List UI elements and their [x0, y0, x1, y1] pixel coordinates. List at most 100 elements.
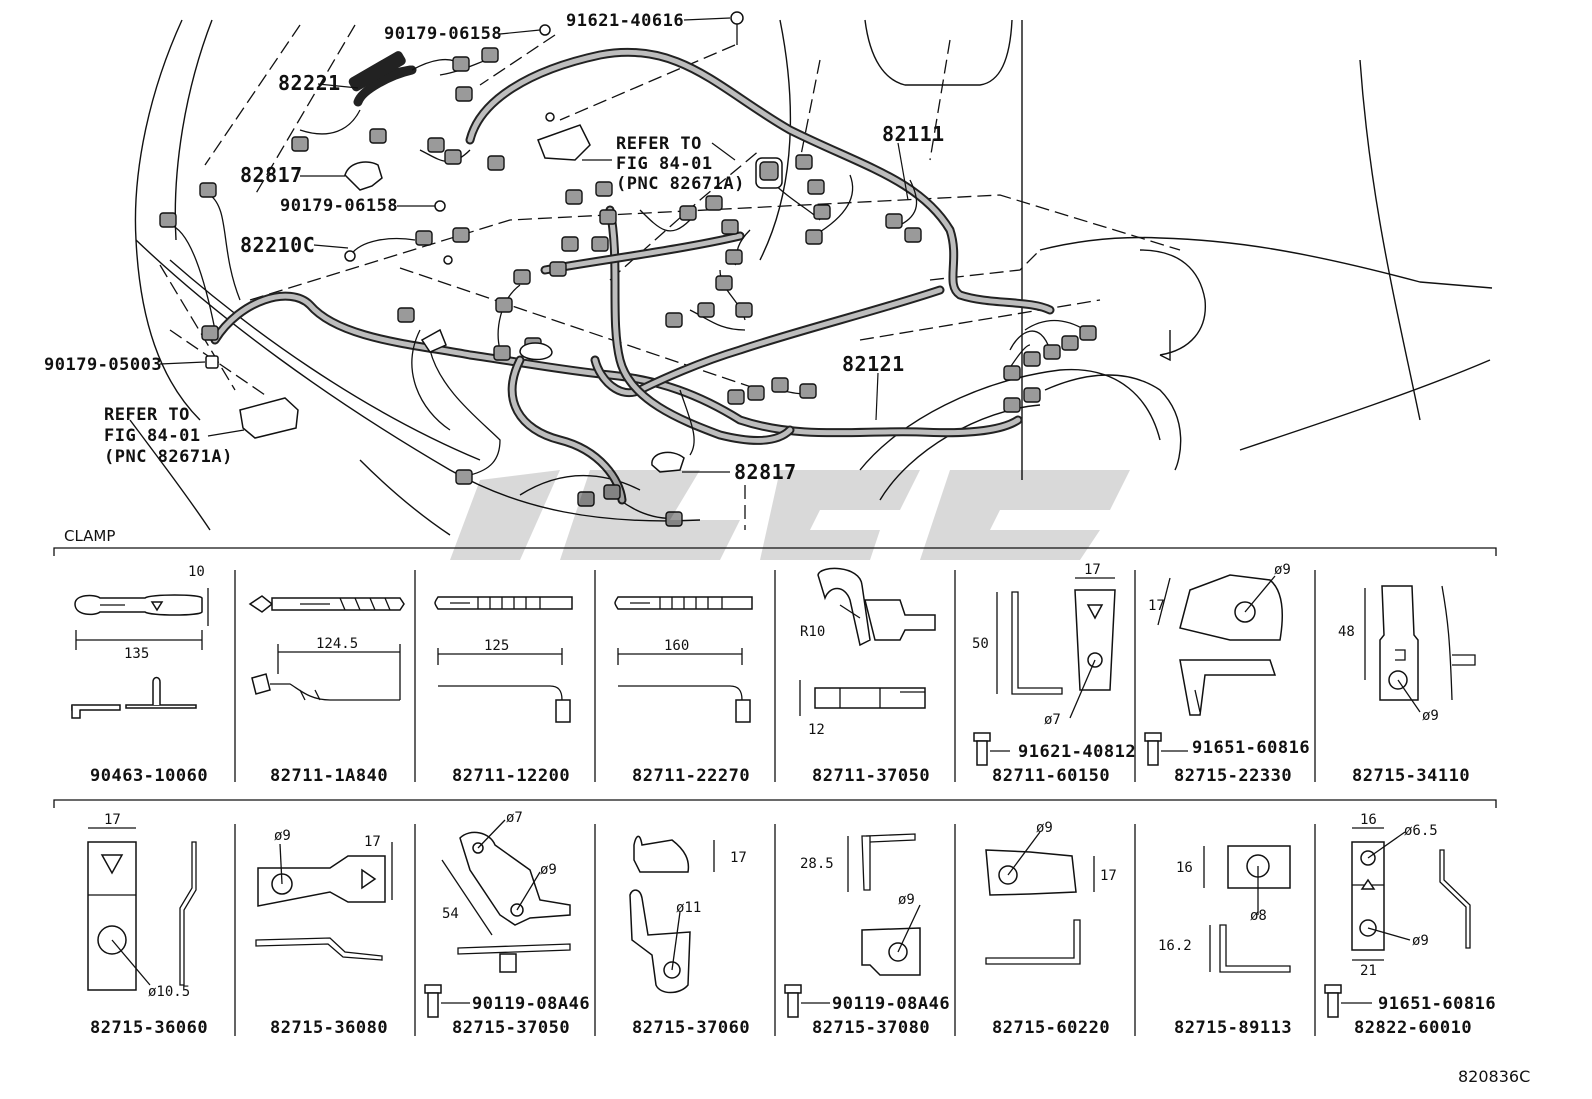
- pn-82711-60150: 82711-60150: [992, 766, 1110, 786]
- dim-82715-37060-2: ø11: [676, 900, 701, 916]
- clamp-82715-36060: 17 ø10.5 82715-36060: [87, 812, 208, 1038]
- clamp-82715-37050: ø7 ø9 54 90119-08A46 82715-37050: [424, 810, 590, 1038]
- wire-harness: [169, 47, 1086, 505]
- dim-82715-37050-2: ø9: [540, 862, 557, 878]
- bolt-91651-60816-b: 91651-60816: [1378, 994, 1496, 1014]
- refer-left-line-2: FIG 84-01: [104, 426, 201, 446]
- callout-91621-40616: 91621-40616: [566, 11, 684, 31]
- pn-82715-37080: 82715-37080: [812, 1018, 930, 1038]
- clamp-82711-37050: R10 12 82711-37050: [799, 567, 936, 786]
- pn-82715-22330: 82715-22330: [1174, 766, 1292, 786]
- dim-82715-37050-1: ø7: [506, 810, 523, 826]
- dim-90463-10060-2: 135: [124, 646, 149, 662]
- harness-parts: [205, 11, 744, 473]
- callout-leaders: [159, 17, 909, 473]
- dim-82711-60150-1: 17: [1084, 562, 1101, 578]
- bolt-90119-08A46-b: 90119-08A46: [832, 994, 950, 1014]
- dim-82822-60010-3: ø9: [1412, 933, 1429, 949]
- callout-82817-bottom: 82817: [734, 460, 797, 484]
- refer-right-line-1: REFER TO: [616, 134, 702, 154]
- refer-left-line-1: REFER TO: [104, 405, 190, 425]
- dim-82715-89113-2: ø8: [1250, 908, 1267, 924]
- dim-82715-89113-3: 16.2: [1158, 938, 1192, 954]
- dim-82711-12200-1: 125: [484, 638, 509, 654]
- pn-82715-36080: 82715-36080: [270, 1018, 388, 1038]
- pn-82711-12200: 82711-12200: [452, 766, 570, 786]
- refer-right-line-3: (PNC 82671A): [616, 174, 745, 194]
- connectors: [159, 47, 1097, 527]
- callout-90179-06158-top: 90179-06158: [384, 24, 502, 44]
- callout-labels: 90179-06158 91621-40616 82221 82817 9017…: [44, 11, 945, 484]
- callout-82121: 82121: [842, 352, 905, 376]
- dim-82715-60220-1: ø9: [1036, 820, 1053, 836]
- clamp-82715-37080: 28.5 ø9 90119-08A46 82715-37080: [784, 833, 950, 1038]
- dim-82715-22330-2: ø9: [1274, 562, 1291, 578]
- pn-82715-37050: 82715-37050: [452, 1018, 570, 1038]
- pn-82711-22270: 82711-22270: [632, 766, 750, 786]
- callout-82210c: 82210C: [240, 233, 315, 257]
- bolt-91621-40812: 91621-40812: [1018, 742, 1136, 762]
- dim-82715-36080-2: 17: [364, 834, 381, 850]
- row1-separators: [234, 570, 1316, 782]
- dim-90463-10060-1: 10: [188, 564, 205, 580]
- dim-82715-34110-2: ø9: [1422, 708, 1439, 724]
- clamp-82715-89113: 16 ø8 16.2 82715-89113: [1158, 845, 1292, 1038]
- dim-82822-60010-4: 21: [1360, 963, 1377, 979]
- clamp-section: CLAMP: [53, 527, 1497, 1038]
- callout-82111: 82111: [882, 122, 945, 146]
- clamp-82715-22330: 17 ø9 91651-60816 82715-22330: [1144, 562, 1310, 786]
- clamp-82715-36080: ø9 17 82715-36080: [255, 828, 393, 1038]
- pn-82715-89113: 82715-89113: [1174, 1018, 1292, 1038]
- row2-separators: [234, 824, 1316, 1036]
- clamp-82822-60010: 16 ø6.5 ø9 21 91651-60816 82822-60010: [1324, 812, 1496, 1038]
- dim-82715-37080-2: ø9: [898, 892, 915, 908]
- callout-82817-top: 82817: [240, 163, 303, 187]
- pn-82711-1A840: 82711-1A840: [270, 766, 388, 786]
- clamp-82711-60150: 17 50 ø7 91621-40812 82711-60150: [972, 562, 1136, 786]
- dim-82715-37050-3: 54: [442, 906, 459, 922]
- dim-82715-36060-1: 17: [104, 812, 121, 828]
- dim-82711-37050-1: R10: [800, 624, 825, 640]
- clamp-header: CLAMP: [64, 527, 115, 545]
- pn-82715-36060: 82715-36060: [90, 1018, 208, 1038]
- clamp-82711-12200: 125 82711-12200: [434, 596, 573, 786]
- figure-code: 820836C: [1458, 1067, 1530, 1086]
- pn-82715-60220: 82715-60220: [992, 1018, 1110, 1038]
- dim-82711-1A840-1: 124.5: [316, 636, 358, 652]
- callout-90179-05003: 90179-05003: [44, 355, 162, 375]
- clamp-82715-37060: 17 ø11 82715-37060: [629, 835, 750, 1038]
- dim-82822-60010-1: 16: [1360, 812, 1377, 828]
- dim-82715-60220-2: 17: [1100, 868, 1117, 884]
- dim-82711-60150-2: 50: [972, 636, 989, 652]
- dim-82711-22270-1: 160: [664, 638, 689, 654]
- dim-82711-37050-2: 12: [808, 722, 825, 738]
- dim-82715-89113-1: 16: [1176, 860, 1193, 876]
- dim-82715-34110-1: 48: [1338, 624, 1355, 640]
- clamp-82711-22270: 160 82711-22270: [614, 596, 753, 786]
- pn-82715-34110: 82715-34110: [1352, 766, 1470, 786]
- vehicle-body-outline: [129, 19, 1493, 536]
- watermark-logo: [450, 470, 1130, 560]
- pn-82822-60010: 82822-60010: [1354, 1018, 1472, 1038]
- clamp-82715-60220: ø9 17 82715-60220: [985, 820, 1117, 1038]
- dim-82715-37060-1: 17: [730, 850, 747, 866]
- pn-82715-37060: 82715-37060: [632, 1018, 750, 1038]
- pn-82711-37050: 82711-37050: [812, 766, 930, 786]
- dim-82715-37080-1: 28.5: [800, 856, 834, 872]
- pn-90463-10060: 90463-10060: [90, 766, 208, 786]
- clamp-82711-1A840: 124.5 82711-1A840: [248, 595, 405, 786]
- dim-82822-60010-2: ø6.5: [1404, 823, 1438, 839]
- callout-90179-06158-mid: 90179-06158: [280, 196, 398, 216]
- refer-left-line-3: (PNC 82671A): [104, 447, 233, 467]
- dim-82715-22330-1: 17: [1148, 598, 1165, 614]
- dim-82711-60150-3: ø7: [1044, 712, 1061, 728]
- bolt-90119-08A46-a: 90119-08A46: [472, 994, 590, 1014]
- clamp-82715-34110: 48 ø9 82715-34110: [1338, 585, 1476, 786]
- refer-right-line-2: FIG 84-01: [616, 154, 713, 174]
- dim-82715-36080-1: ø9: [274, 828, 291, 844]
- bolt-91651-60816-a: 91651-60816: [1192, 738, 1310, 758]
- clamp-90463-10060: 10 135 90463-10060: [71, 564, 209, 786]
- dim-82715-36060-2: ø10.5: [148, 984, 190, 1000]
- callout-82221: 82221: [278, 71, 341, 95]
